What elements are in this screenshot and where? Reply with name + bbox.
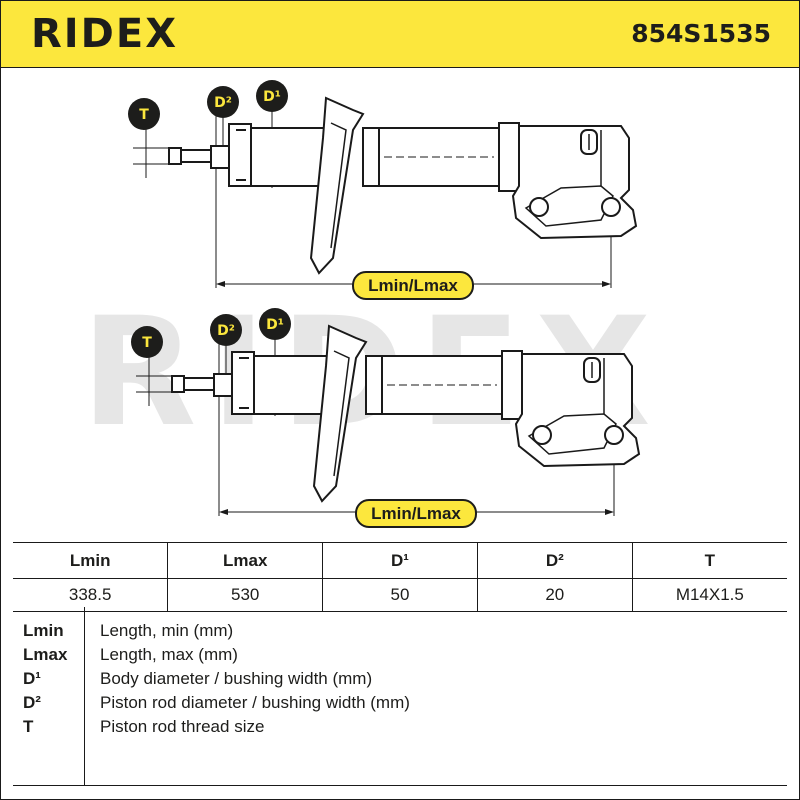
spec-header-d2: D² [476, 542, 633, 579]
svg-text:D²: D² [217, 323, 235, 339]
legend-desc: Piston rod diameter / bushing width (mm) [100, 693, 410, 712]
spec-value-lmax: 530 [167, 578, 324, 612]
strut-view-upper [132, 97, 637, 289]
legend-item: D² Piston rod diameter / bushing width (… [13, 691, 787, 715]
header-bar: RIDEX 854S1535 [1, 1, 799, 68]
spec-header-t: T [631, 542, 787, 579]
spec-header-d1: D¹ [322, 542, 478, 579]
spec-header-lmin: Lmin [13, 542, 169, 579]
svg-text:T: T [142, 335, 152, 351]
svg-text:Lmin/Lmax: Lmin/Lmax [371, 504, 461, 523]
svg-text:D¹: D¹ [266, 317, 284, 333]
legend-key: Lmax [23, 645, 68, 664]
legend-key: Lmin [23, 621, 64, 640]
strut-diagram: T D² D¹ Lmin/Lmax T D² [128, 80, 640, 528]
legend-item: T Piston rod thread size [13, 715, 787, 739]
spec-value-lmin: 338.5 [13, 578, 169, 612]
spec-value-d2: 20 [476, 578, 633, 612]
spec-header-row: Lmin Lmax D¹ D² T [13, 542, 787, 579]
badge-thread-upper: T [128, 98, 160, 130]
badge-rod-diameter-upper: D² [207, 86, 239, 118]
part-number: 854S1535 [631, 19, 771, 48]
legend-divider [84, 607, 85, 785]
brand-logo: RIDEX [31, 11, 179, 57]
technical-drawing: RIDEX [1, 68, 799, 542]
spec-table: Lmin Lmax D¹ D² T 338.5 530 50 20 M14X1.… [13, 542, 787, 612]
badge-body-diameter-upper: D¹ [256, 80, 288, 112]
legend-desc: Piston rod thread size [100, 717, 265, 736]
svg-text:T: T [139, 107, 149, 123]
svg-text:Lmin/Lmax: Lmin/Lmax [368, 276, 458, 295]
badge-rod-diameter-lower: D² [210, 314, 242, 346]
legend-key: D² [23, 693, 41, 712]
badge-thread-lower: T [131, 326, 163, 358]
legend-item: D¹ Body diameter / bushing width (mm) [13, 667, 787, 691]
spec-value-row: 338.5 530 50 20 M14X1.5 [13, 578, 787, 612]
svg-text:D²: D² [214, 95, 232, 111]
legend-key: D¹ [23, 669, 41, 688]
spec-value-t: M14X1.5 [631, 578, 787, 612]
spec-value-d1: 50 [322, 578, 478, 612]
legend-desc: Length, max (mm) [100, 645, 238, 664]
badge-body-diameter-lower: D¹ [259, 308, 291, 340]
legend-key: T [23, 717, 34, 736]
length-label-lower: Lmin/Lmax [355, 499, 477, 528]
legend-item: Lmin Length, min (mm) [13, 619, 787, 643]
legend-desc: Body diameter / bushing width (mm) [100, 669, 373, 688]
length-label-upper: Lmin/Lmax [352, 271, 474, 300]
strut-view-lower [135, 325, 640, 517]
legend-desc: Length, min (mm) [100, 621, 234, 640]
legend-item: Lmax Length, max (mm) [13, 643, 787, 667]
legend: Lmin Length, min (mm) Lmax Length, max (… [13, 607, 787, 786]
svg-text:D¹: D¹ [263, 89, 281, 105]
spec-header-lmax: Lmax [167, 542, 324, 579]
